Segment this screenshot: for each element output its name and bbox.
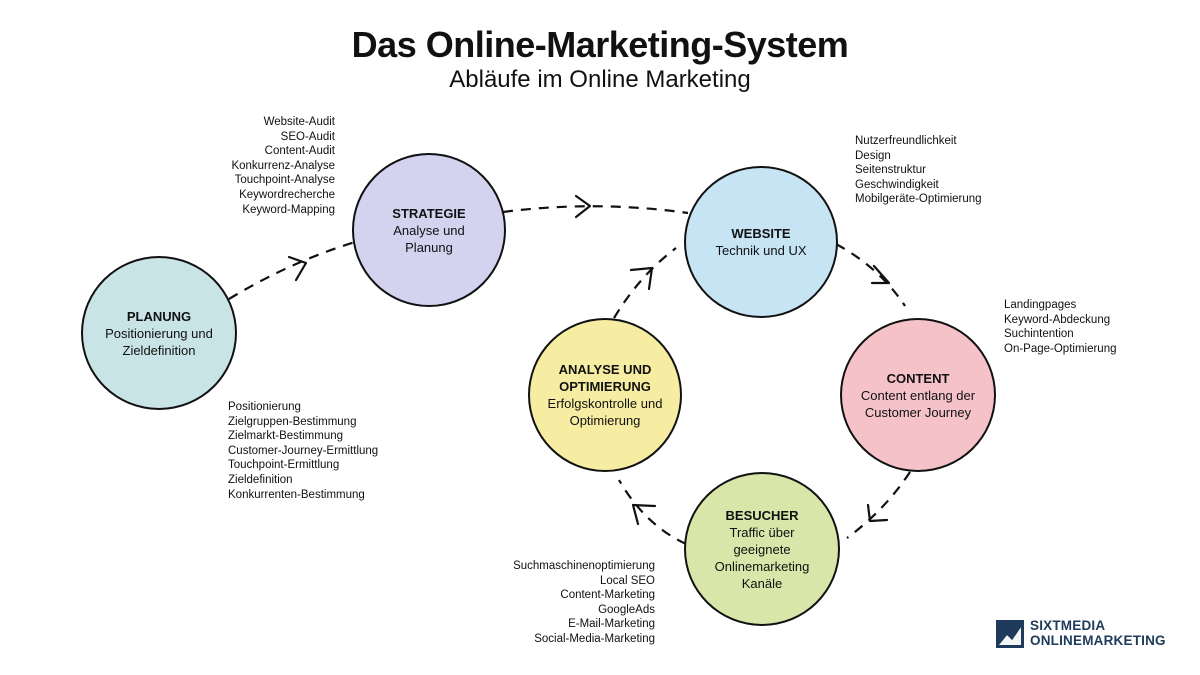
node-planung: PLANUNG Positionierung und Zieldefinitio…: [81, 256, 237, 410]
node-besucher-title: BESUCHER: [725, 507, 799, 523]
node-analyse-subtitle: Erfolgskontrolle und Optimierung: [547, 396, 663, 428]
connector-besucher-analyse: [618, 479, 687, 545]
node-besucher-subtitle: Traffic über geeignete Onlinemarketing K…: [714, 524, 810, 591]
node-planung-subtitle: Positionierung und Zieldefinition: [105, 325, 213, 358]
list-item: On-Page-Optimierung: [1004, 342, 1117, 355]
node-strategie-subtitle: Analyse und Planung: [393, 222, 465, 255]
list-item: Seitenstruktur: [855, 164, 926, 177]
list-item: Content-Marketing: [560, 589, 655, 602]
list-item: GoogleAds: [598, 603, 655, 616]
list-item: Design: [855, 149, 891, 162]
list-item: Suchintention: [1004, 328, 1074, 341]
node-analyse-title: ANALYSE UND OPTIMIERUNG: [558, 362, 652, 394]
company-logo: SIXTMEDIA ONLINEMARKETING: [996, 618, 1176, 652]
list-item: Nutzerfreundlichkeit: [855, 135, 957, 147]
list-strategie: Website-Audit SEO-Audit Content-Audit Ko…: [231, 115, 335, 217]
arrowhead-website-content: [870, 264, 891, 285]
arrowhead-besucher-analyse: [631, 503, 657, 526]
list-besucher: Suchmaschinenoptimierung Local SEO Conte…: [513, 559, 655, 647]
list-item: Landingpages: [1004, 299, 1077, 311]
arrowhead-content-besucher: [866, 503, 889, 523]
node-website-subtitle: Technik und UX: [715, 243, 807, 258]
list-item: Website-Audit: [263, 116, 335, 128]
node-content-subtitle: Content entlang der Customer Journey: [860, 387, 976, 420]
list-item: Zieldefinition: [228, 473, 293, 486]
arrowhead-analyse-website: [629, 266, 654, 291]
list-item: Geschwindigkeit: [855, 178, 939, 191]
list-item: Positionierung: [228, 401, 301, 413]
list-item: Keywordrecherche: [239, 188, 335, 201]
node-besucher: BESUCHER Traffic über geeignete Onlinema…: [684, 472, 840, 626]
page-title: Das Online-Marketing-System: [351, 24, 849, 65]
connector-strategie-website: [502, 205, 689, 215]
list-item: Suchmaschinenoptimierung: [513, 560, 655, 572]
node-strategie-title: STRATEGIE: [392, 205, 466, 221]
arrowhead-strategie-website: [574, 194, 592, 219]
list-item: Keyword-Mapping: [242, 203, 335, 216]
list-item: Local SEO: [600, 574, 655, 587]
node-analyse: ANALYSE UND OPTIMIERUNG Erfolgskontrolle…: [528, 318, 682, 472]
connector-analyse-website: [613, 247, 677, 319]
list-item: Konkurrenten-Bestimmung: [228, 488, 365, 501]
logo-chart-icon: [996, 620, 1024, 648]
logo-line-2: ONLINEMARKETING: [1030, 633, 1166, 648]
connector-content-besucher: [846, 471, 911, 539]
list-website: Nutzerfreundlichkeit Design Seitenstrukt…: [855, 134, 982, 207]
page-subtitle: Abläufe im Online Marketing: [449, 66, 751, 93]
node-content: CONTENT Content entlang der Customer Jou…: [840, 318, 996, 472]
arrowhead-planung-strategie: [287, 255, 308, 282]
node-website-title: WEBSITE: [731, 226, 791, 241]
logo-text: SIXTMEDIA ONLINEMARKETING: [1030, 618, 1166, 648]
list-item: Customer-Journey-Ermittlung: [228, 444, 379, 457]
list-item: Zielgruppen-Bestimmung: [228, 415, 357, 428]
list-item: E-Mail-Marketing: [568, 618, 655, 631]
list-item: Konkurrenz-Analyse: [231, 159, 335, 172]
list-item: Touchpoint-Ermittlung: [228, 459, 340, 472]
list-item: SEO-Audit: [280, 130, 335, 143]
list-item: Mobilgeräte-Optimierung: [855, 193, 982, 206]
connector-website-content: [835, 243, 906, 307]
node-planung-title: PLANUNG: [126, 308, 192, 324]
node-content-title: CONTENT: [886, 370, 950, 386]
list-item: Social-Media-Marketing: [534, 632, 655, 645]
logo-line-1: SIXTMEDIA: [1030, 618, 1106, 633]
list-item: Zielmarkt-Bestimmung: [228, 430, 344, 443]
list-content: Landingpages Keyword-Abdeckung Suchinten…: [1004, 298, 1117, 356]
list-item: Keyword-Abdeckung: [1004, 313, 1111, 326]
connector-planung-strategie: [228, 240, 356, 300]
list-item: Touchpoint-Analyse: [234, 174, 335, 187]
list-item: Content-Audit: [264, 145, 335, 158]
node-website: WEBSITE Technik und UX: [684, 166, 838, 318]
list-planung: Positionierung Zielgruppen-Bestimmung Zi…: [228, 400, 378, 502]
node-strategie: STRATEGIE Analyse und Planung: [352, 153, 506, 307]
